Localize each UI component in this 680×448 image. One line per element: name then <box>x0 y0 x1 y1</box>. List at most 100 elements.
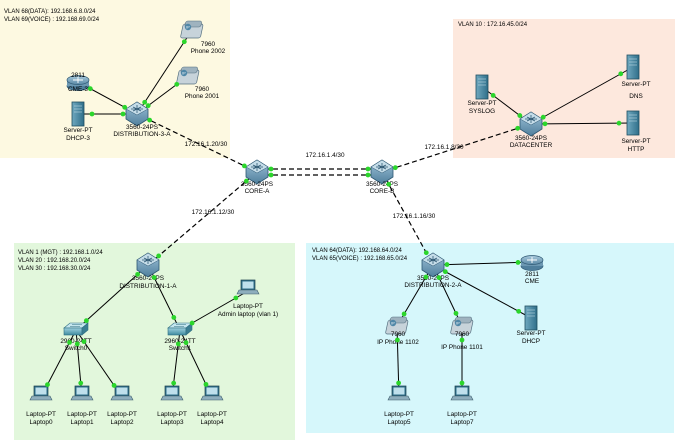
device-model-label: 3560-24PS <box>366 181 398 188</box>
zone-access1-vlan-line-3: VLAN 30 : 192.168.30.0/24 <box>18 266 91 272</box>
device-name-label: SYSLOG <box>469 108 495 115</box>
device-name-label: Laptop0 <box>29 419 53 426</box>
link-subnet-label: 172.16.1.8/30 <box>424 144 464 151</box>
link-status-dot <box>517 113 523 118</box>
link-subnet-label: 172.16.1.4/30 <box>305 152 345 159</box>
link-status-dot <box>175 341 181 347</box>
link-status-dot <box>515 125 521 131</box>
link-status-dot <box>87 86 93 92</box>
link-status-dot <box>515 260 521 265</box>
device-model-label: Laptop-PT <box>107 411 137 418</box>
switch-sw2-icon[interactable] <box>167 322 193 336</box>
link-status-dot <box>268 166 274 172</box>
link-status-dot <box>233 295 239 301</box>
link-core_b-dist2a <box>381 171 434 266</box>
device-name-label: Laptop5 <box>387 419 411 426</box>
server-http-icon[interactable] <box>626 110 640 136</box>
server-dns-icon[interactable] <box>626 54 640 80</box>
link-status-dot <box>540 114 546 120</box>
link-status-dot <box>442 269 448 275</box>
zone-access2-vlan-line-1: VLAN 64(DATA): 192.168.64.0/24 <box>312 248 402 254</box>
link-status-dot <box>89 111 95 117</box>
device-name-label: Laptop4 <box>200 419 224 426</box>
device-model-label: Server-PT <box>621 138 650 145</box>
link-status-dot <box>616 120 622 126</box>
link-status-dot <box>171 315 177 320</box>
device-name-label: DISTRIBUTION-2-A <box>404 282 462 289</box>
link-status-dot <box>365 166 371 172</box>
link-status-dot <box>490 93 496 98</box>
link-status-dot <box>365 172 371 178</box>
switch-sw1-icon[interactable] <box>63 322 89 336</box>
laptop-laptop0-icon[interactable] <box>29 385 53 401</box>
laptop-laptop7-icon[interactable] <box>450 385 474 401</box>
link-status-dot <box>171 380 177 386</box>
link-status-dot <box>436 275 442 281</box>
link-status-dot <box>156 253 162 259</box>
device-name-label: Laptop7 <box>450 419 474 426</box>
link-status-dots-layer <box>45 39 624 388</box>
device-model-label: Laptop-PT <box>233 303 263 310</box>
server-dhcp-icon[interactable] <box>524 305 538 331</box>
router-router_cme-icon[interactable] <box>520 255 544 271</box>
ip-phone-phone2001-icon[interactable] <box>175 66 200 85</box>
device-model-label: 2960-24TT <box>60 338 91 345</box>
device-model-label: Server-PT <box>467 100 496 107</box>
server-syslog-icon[interactable] <box>475 74 489 100</box>
device-name-label: Phone 2002 <box>191 48 226 55</box>
link-status-dot <box>423 250 429 256</box>
link-status-dot <box>74 341 80 347</box>
link-labels-layer: 172.16.1.20/30 172.16.1.4/30 172.16.1.8/30… <box>185 141 464 220</box>
device-model-label: Laptop-PT <box>67 411 97 418</box>
device-model-label: Laptop-PT <box>384 411 414 418</box>
device-name-label: Phone 2001 <box>185 93 220 100</box>
link-status-dot <box>453 310 459 316</box>
zone-datacenter-vlan-line: VLAN 10 : 172.16.45.0/24 <box>458 22 528 28</box>
multilayer-switch-dist1a-icon[interactable] <box>136 252 160 278</box>
link-status-dot <box>181 39 187 45</box>
link-status-dot <box>45 382 50 387</box>
server-dhcp3-icon[interactable] <box>71 101 85 127</box>
device-model-label: 3560-24PS <box>241 181 273 188</box>
link-subnet-label: 172.16.1.20/30 <box>185 141 228 148</box>
laptop-laptop1-icon[interactable] <box>70 385 94 401</box>
device-name-label: DHCP-3 <box>66 135 90 142</box>
device-name-label: CORE-A <box>245 188 271 195</box>
laptop-admin_laptop-icon[interactable] <box>236 279 260 295</box>
laptop-laptop5-icon[interactable] <box>387 385 411 401</box>
device-name-label: IP Phone 1101 <box>441 344 483 351</box>
device-model-label: 3560-24PS <box>126 124 158 131</box>
link-status-dot <box>189 320 195 326</box>
link-status-dot <box>459 380 465 386</box>
zone-access-2 <box>306 243 674 433</box>
device-name-label: HTTP <box>628 146 645 153</box>
laptop-laptop2-icon[interactable] <box>110 385 134 401</box>
multilayer-switch-dist3a-icon[interactable] <box>125 101 149 127</box>
zone-access1-vlan-line-1: VLAN 1 (MGT) : 192.168.1.0/24 <box>18 250 103 256</box>
laptop-laptop4-icon[interactable] <box>200 385 224 401</box>
link-status-dot <box>120 111 126 117</box>
laptop-laptop3-icon[interactable] <box>160 385 184 401</box>
device-name-label: Laptop3 <box>160 419 184 426</box>
link-status-dot <box>444 262 450 267</box>
link-status-dot <box>268 172 274 178</box>
device-name-label: Admin laptop (vlan 1) <box>218 311 278 318</box>
device-model-label: Laptop-PT <box>26 411 56 418</box>
link-status-dot <box>423 274 429 280</box>
link-status-dot <box>83 318 89 324</box>
links-layer <box>40 29 634 398</box>
link-status-dot <box>394 337 400 343</box>
zone-access1-vlan-line-2: VLAN 20 : 192.168.20.0/24 <box>18 258 91 264</box>
link-status-dot <box>111 383 117 388</box>
ip-phone-phone2002-icon[interactable] <box>179 20 204 39</box>
link-status-dot <box>122 104 128 110</box>
multilayer-switch-dist2a-icon[interactable] <box>421 252 445 278</box>
multilayer-switch-datacenter-icon[interactable] <box>519 111 543 137</box>
link-status-dot <box>174 81 180 87</box>
device-model-label: 3560-24PS <box>132 275 164 282</box>
link-phone2002-dist3a <box>136 29 193 115</box>
link-datacenter-core_b <box>381 123 532 173</box>
link-subnet-label: 172.16.1.12/30 <box>192 209 235 216</box>
device-model-label: 3560-24PS <box>417 275 449 282</box>
